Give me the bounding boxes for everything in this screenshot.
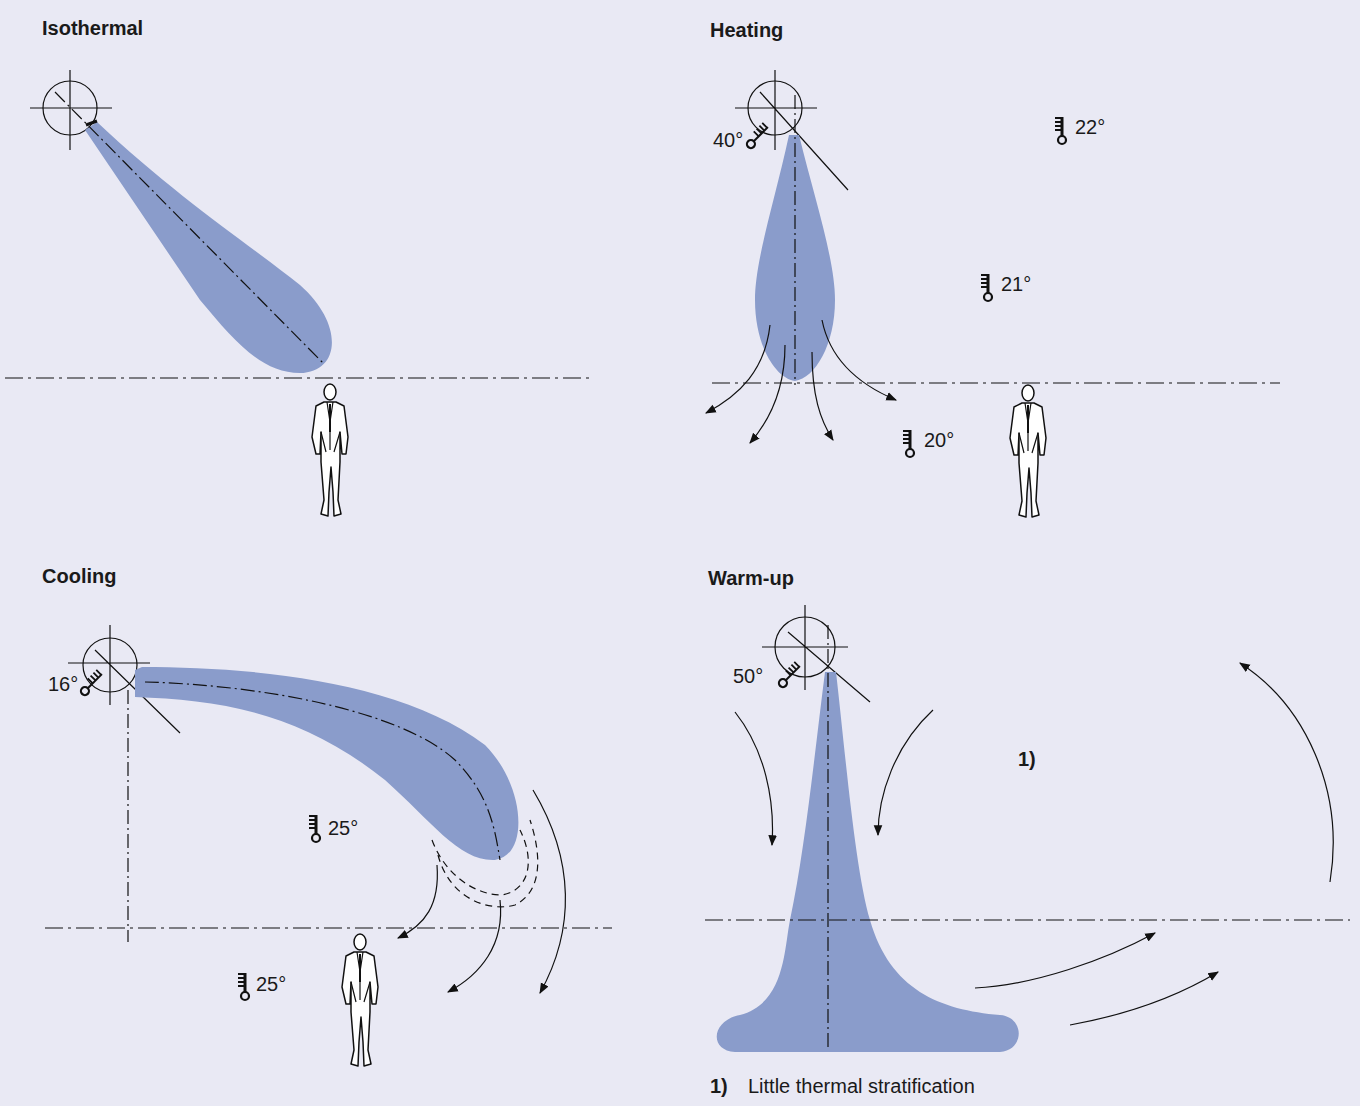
temperature-label: 50° <box>733 664 763 688</box>
temperature-label: 25° <box>328 816 358 840</box>
footnote-text: Little thermal stratification <box>748 1074 975 1098</box>
panel-title: Heating <box>710 18 783 42</box>
callout-number: 1) <box>1018 747 1036 771</box>
temperature-label: 22° <box>1075 115 1105 139</box>
panel-title: Isothermal <box>42 16 143 40</box>
panel-title: Warm-up <box>708 566 794 590</box>
footnote-number: 1) <box>710 1074 728 1098</box>
panel-title: Cooling <box>42 564 116 588</box>
temperature-label: 21° <box>1001 272 1031 296</box>
temperature-label: 16° <box>48 672 78 696</box>
temperature-label: 40° <box>713 128 743 152</box>
temperature-label: 20° <box>924 428 954 452</box>
temperature-label: 25° <box>256 972 286 996</box>
